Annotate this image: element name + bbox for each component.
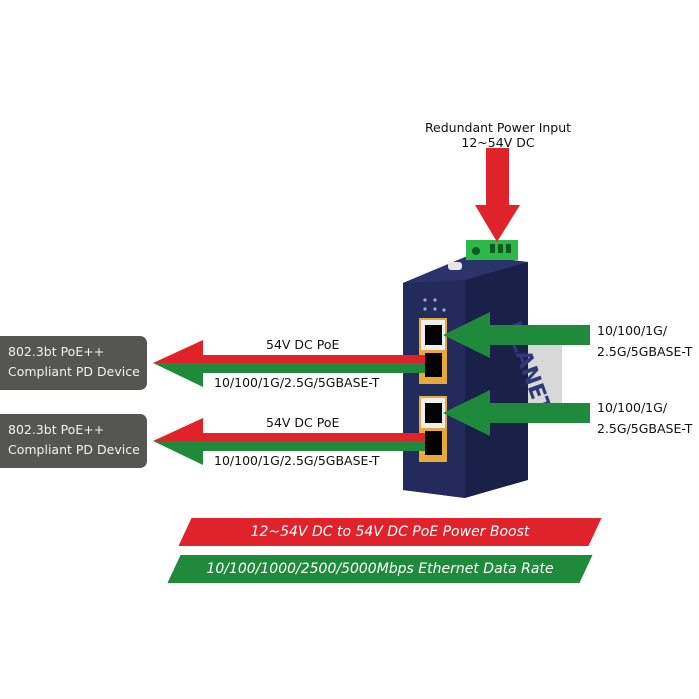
data-input-arrow-2: [443, 390, 590, 436]
pd-device-standard: 802.3bt PoE++: [8, 344, 105, 359]
reset-button: [448, 262, 462, 270]
power-input-title: Redundant Power Input: [424, 120, 572, 135]
power-input-voltage: 12~54V DC: [461, 135, 535, 150]
power-boost-text: 12~54V DC to 54V DC PoE Power Boost: [250, 524, 530, 540]
input-speed-line1: 10/100/1G/: [597, 323, 668, 338]
port-group-1: [419, 318, 447, 384]
rj45-port-in-1: [425, 325, 442, 345]
data-input-label-2: 10/100/1G/ 2.5G/5GBASE-T: [597, 397, 692, 439]
power-boost-banner: 12~54V DC to 54V DC PoE Power Boost: [178, 518, 602, 546]
pd-device-box-1: 802.3bt PoE++ Compliant PD Device: [0, 336, 147, 390]
pd-device-standard: 802.3bt PoE++: [8, 422, 105, 437]
poe-output-arrow-1: [153, 340, 425, 387]
pd-device-type: Compliant PD Device: [8, 364, 140, 379]
rj45-port-out-2: [425, 431, 442, 455]
poe-output-arrow-2: [153, 418, 425, 465]
port-group-2: [419, 396, 447, 462]
poe-output-label-1: 54V DC PoE: [266, 337, 340, 352]
power-terminal-block: [466, 240, 518, 260]
poe-output-label-2: 54V DC PoE: [266, 415, 340, 430]
data-input-label-1: 10/100/1G/ 2.5G/5GBASE-T: [597, 320, 692, 362]
rj45-port-out-1: [425, 353, 442, 377]
data-input-arrow-1: [443, 312, 590, 358]
input-speed-line2: 2.5G/5GBASE-T: [597, 421, 693, 436]
power-input-arrow: [475, 148, 520, 242]
rj45-port-in-2: [425, 403, 442, 423]
input-speed-line1: 10/100/1G/: [597, 400, 668, 415]
power-input-label: Redundant Power Input 12~54V DC: [424, 120, 572, 150]
data-output-label-1: 10/100/1G/2.5G/5GBASE-T: [214, 375, 380, 390]
poe-injector-device: PLANET: [403, 255, 556, 498]
input-speed-line2: 2.5G/5GBASE-T: [597, 344, 693, 359]
data-rate-text: 10/100/1000/2500/5000Mbps Ethernet Data …: [206, 561, 554, 577]
led-indicators: [423, 298, 446, 312]
data-rate-banner: 10/100/1000/2500/5000Mbps Ethernet Data …: [167, 555, 593, 583]
pd-device-box-2: 802.3bt PoE++ Compliant PD Device: [0, 414, 147, 468]
pd-device-type: Compliant PD Device: [8, 442, 140, 457]
data-output-label-2: 10/100/1G/2.5G/5GBASE-T: [214, 453, 380, 468]
